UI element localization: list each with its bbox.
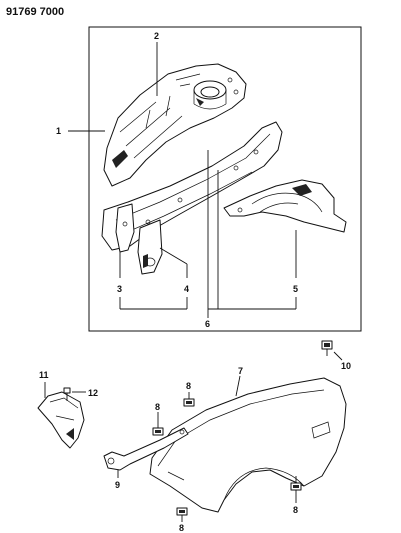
callout-8-lower-right: 8 <box>293 505 298 515</box>
bolt-bottom <box>176 507 188 516</box>
callout-8-bottom: 8 <box>179 523 184 533</box>
callout-1: 1 <box>56 126 61 136</box>
callout-11: 11 <box>39 370 49 380</box>
lower-leader-lines <box>44 351 343 522</box>
callout-10: 10 <box>341 361 351 371</box>
assembly-frame <box>88 26 362 332</box>
fender-brace <box>103 427 189 471</box>
upper-leader-lines <box>68 42 297 318</box>
front-fender <box>149 377 347 513</box>
bolt-upper <box>183 398 195 407</box>
callout-8-mid: 8 <box>155 402 160 412</box>
callout-12: 12 <box>88 388 98 398</box>
callout-4: 4 <box>184 284 189 294</box>
callout-6: 6 <box>205 319 210 329</box>
splash-shield <box>37 391 85 449</box>
callout-2: 2 <box>154 31 159 41</box>
callout-8-upper: 8 <box>186 381 191 391</box>
screw-12 <box>63 387 71 401</box>
bolt-lower-right <box>290 482 302 491</box>
callout-9: 9 <box>115 480 120 490</box>
callout-7: 7 <box>238 366 243 376</box>
callout-5: 5 <box>293 284 298 294</box>
bolt-mid <box>152 427 164 436</box>
clip-10 <box>321 340 333 356</box>
document-number: 91769 7000 <box>6 6 64 18</box>
callout-3: 3 <box>117 284 122 294</box>
upper-inner-fender-assembly <box>101 63 347 275</box>
